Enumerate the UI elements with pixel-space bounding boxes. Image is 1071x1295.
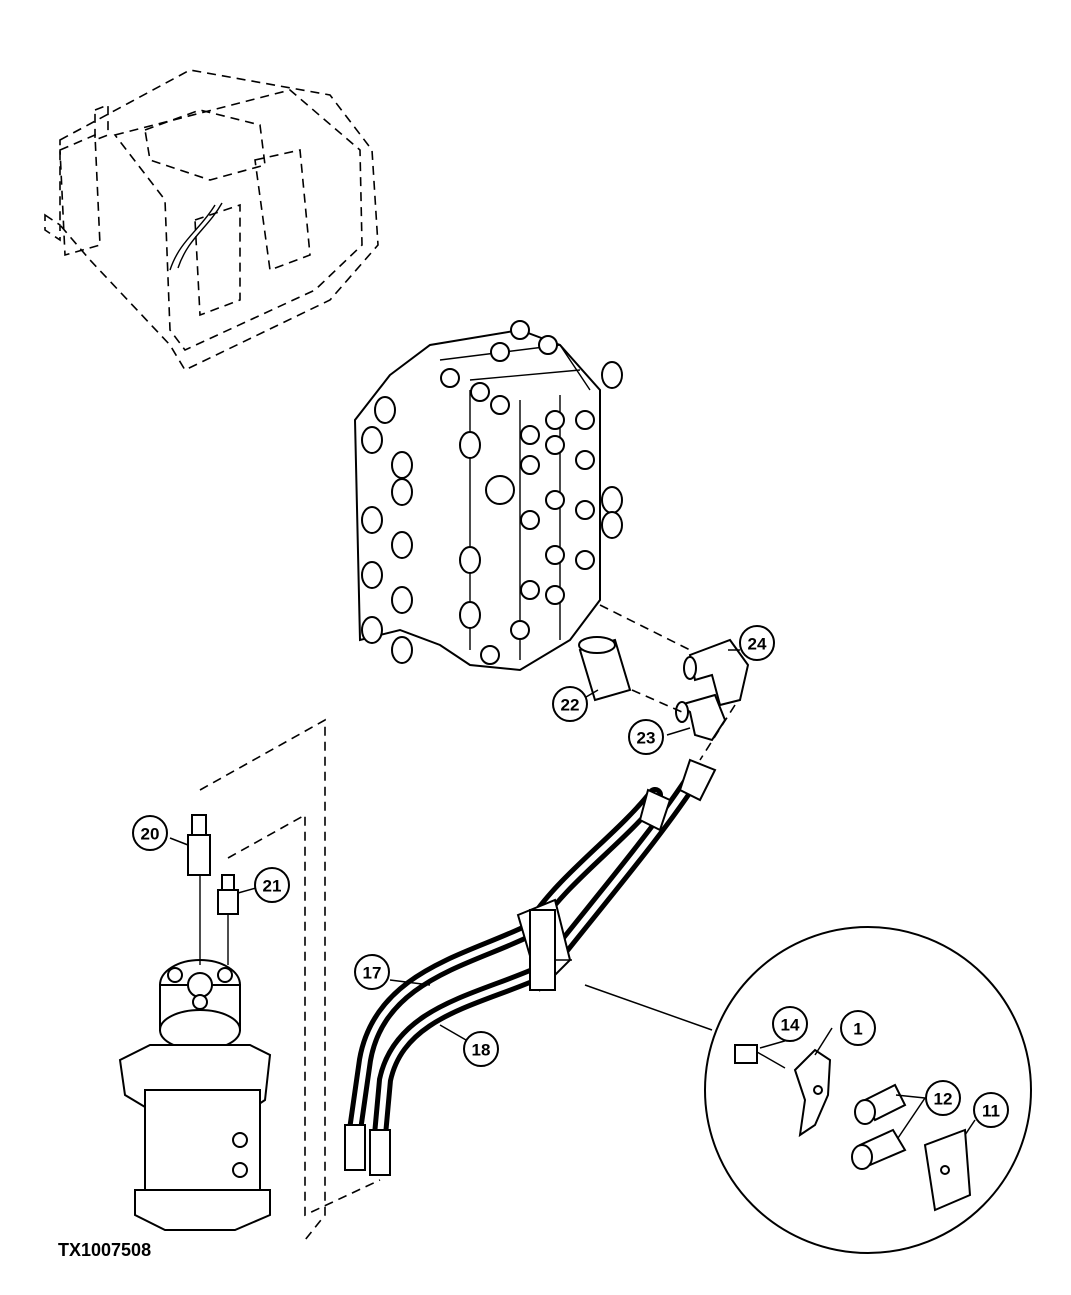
callout-label: 20 xyxy=(141,825,160,844)
fitting-20 xyxy=(187,814,211,876)
control-valve-assembly xyxy=(353,320,623,672)
callout-20: 20 xyxy=(132,815,168,851)
callout-label: 22 xyxy=(561,696,580,715)
callout-18: 18 xyxy=(463,1031,499,1067)
plate-11 xyxy=(923,1128,972,1212)
callout-23: 23 xyxy=(628,719,664,755)
callout-11: 11 xyxy=(973,1092,1009,1128)
callout-21: 21 xyxy=(254,867,290,903)
callout-label: 14 xyxy=(781,1016,800,1035)
figure-id: TX1007508 xyxy=(58,1240,152,1260)
callout-label: 21 xyxy=(263,877,282,896)
callouts: 1 11 12 14 17 18 20 21 xyxy=(132,625,1009,1128)
valve-ports xyxy=(440,320,595,665)
callout-14: 14 xyxy=(772,1006,808,1042)
elbow-fitting-23 xyxy=(675,693,727,742)
cab-outline xyxy=(44,69,379,372)
callout-label: 24 xyxy=(748,635,767,654)
callout-label: 17 xyxy=(363,964,382,983)
elbow-fitting-24 xyxy=(683,638,750,707)
detail-view-circle xyxy=(584,926,1032,1254)
bushings-12 xyxy=(851,1083,907,1170)
fitting-21 xyxy=(217,874,239,915)
callout-24: 24 xyxy=(739,625,775,661)
valve-spools xyxy=(361,361,623,664)
callout-22: 22 xyxy=(552,686,588,722)
hose-clamp-assembly xyxy=(516,898,572,992)
hose-fittings xyxy=(344,758,717,1176)
callout-label: 12 xyxy=(934,1090,953,1109)
center-joint xyxy=(118,959,272,1231)
callout-label: 1 xyxy=(853,1020,862,1039)
adapter-22 xyxy=(578,636,632,702)
callout-17: 17 xyxy=(354,954,390,990)
callout-label: 23 xyxy=(637,729,656,748)
callout-12: 12 xyxy=(925,1080,961,1116)
bolt-14 xyxy=(734,1044,786,1069)
callout-1: 1 xyxy=(840,1010,876,1046)
callout-label: 11 xyxy=(982,1102,1000,1121)
hose-17 xyxy=(347,787,663,1138)
leader-lines xyxy=(169,649,976,1139)
callout-label: 18 xyxy=(472,1041,491,1060)
